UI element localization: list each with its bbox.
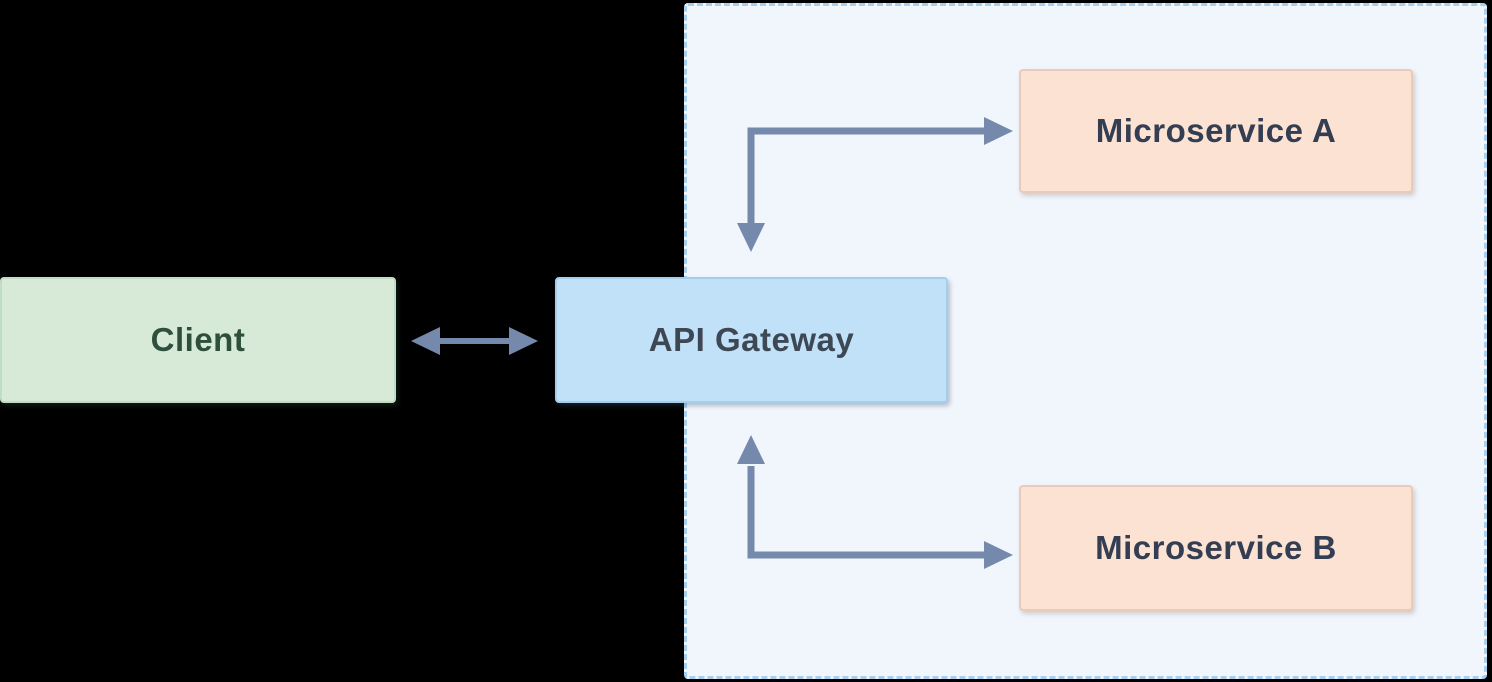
client-gateway-arrow	[411, 327, 538, 355]
client-node-label: Client	[150, 321, 246, 358]
client-node: Client	[0, 277, 396, 403]
api-gateway-node: API Gateway	[555, 277, 948, 403]
api-gateway-node-label: API Gateway	[648, 321, 855, 358]
microservice-b-node-label: Microservice B	[1095, 529, 1337, 566]
microservice-b-node: Microservice B	[1019, 485, 1413, 611]
microservice-a-node: Microservice A	[1019, 69, 1413, 193]
microservice-a-node-label: Microservice A	[1095, 112, 1337, 149]
